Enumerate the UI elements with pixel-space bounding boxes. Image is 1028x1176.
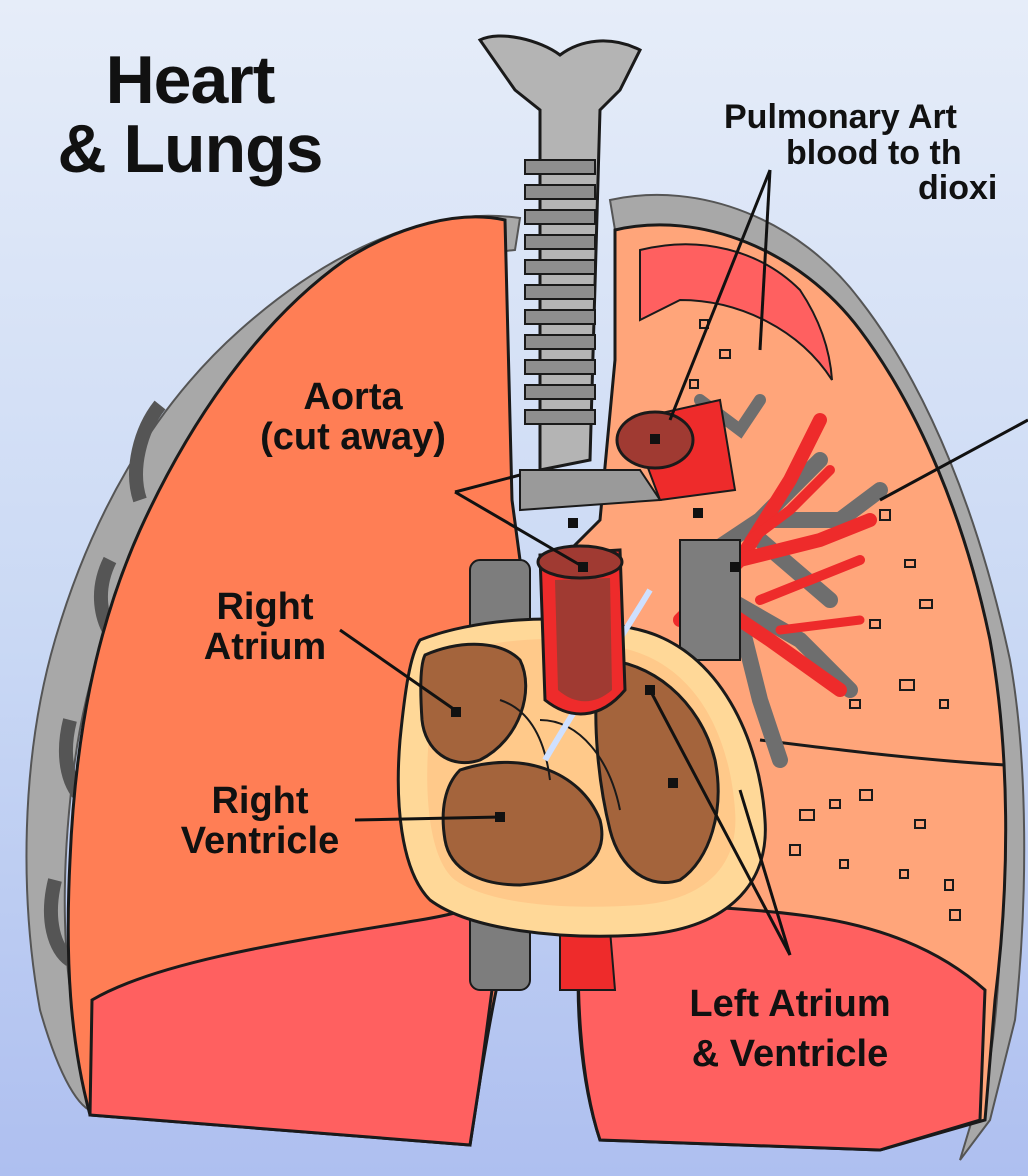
right-atrium-label-line-2: Atrium [180,628,350,668]
aorta-label-line-2: (cut away) [238,418,468,458]
aorta-label: Aorta (cut away) [238,378,468,458]
right-ventricle-label-line-1: Right [150,782,370,822]
right-ventricle-label: Right Ventricle [150,782,370,862]
right-atrium-label: Right Atrium [180,588,350,668]
title-line-2: & Lungs [40,115,340,184]
diagram-title: Heart & Lungs [40,46,340,185]
left-heart-label-line-1: Left Atrium [650,985,930,1025]
descending-aorta [560,930,615,990]
title-line-1: Heart [40,46,340,115]
pulmonary-label-line-3: dioxi [724,171,1028,207]
right-atrium-label-line-1: Right [180,588,350,628]
aorta-label-line-1: Aorta [238,378,468,418]
pulmonary-label-line-2: blood to th [724,136,1028,172]
pulmonary-label-line-1: Pulmonary Art [724,100,1028,136]
right-ventricle-label-line-2: Ventricle [150,822,370,862]
pulmonary-artery-label: Pulmonary Art blood to th dioxi [724,100,1028,207]
left-atrium-ventricle-label: Left Atrium & Ventricle [650,985,930,1075]
left-heart-label-line-2: & Ventricle [650,1035,930,1075]
